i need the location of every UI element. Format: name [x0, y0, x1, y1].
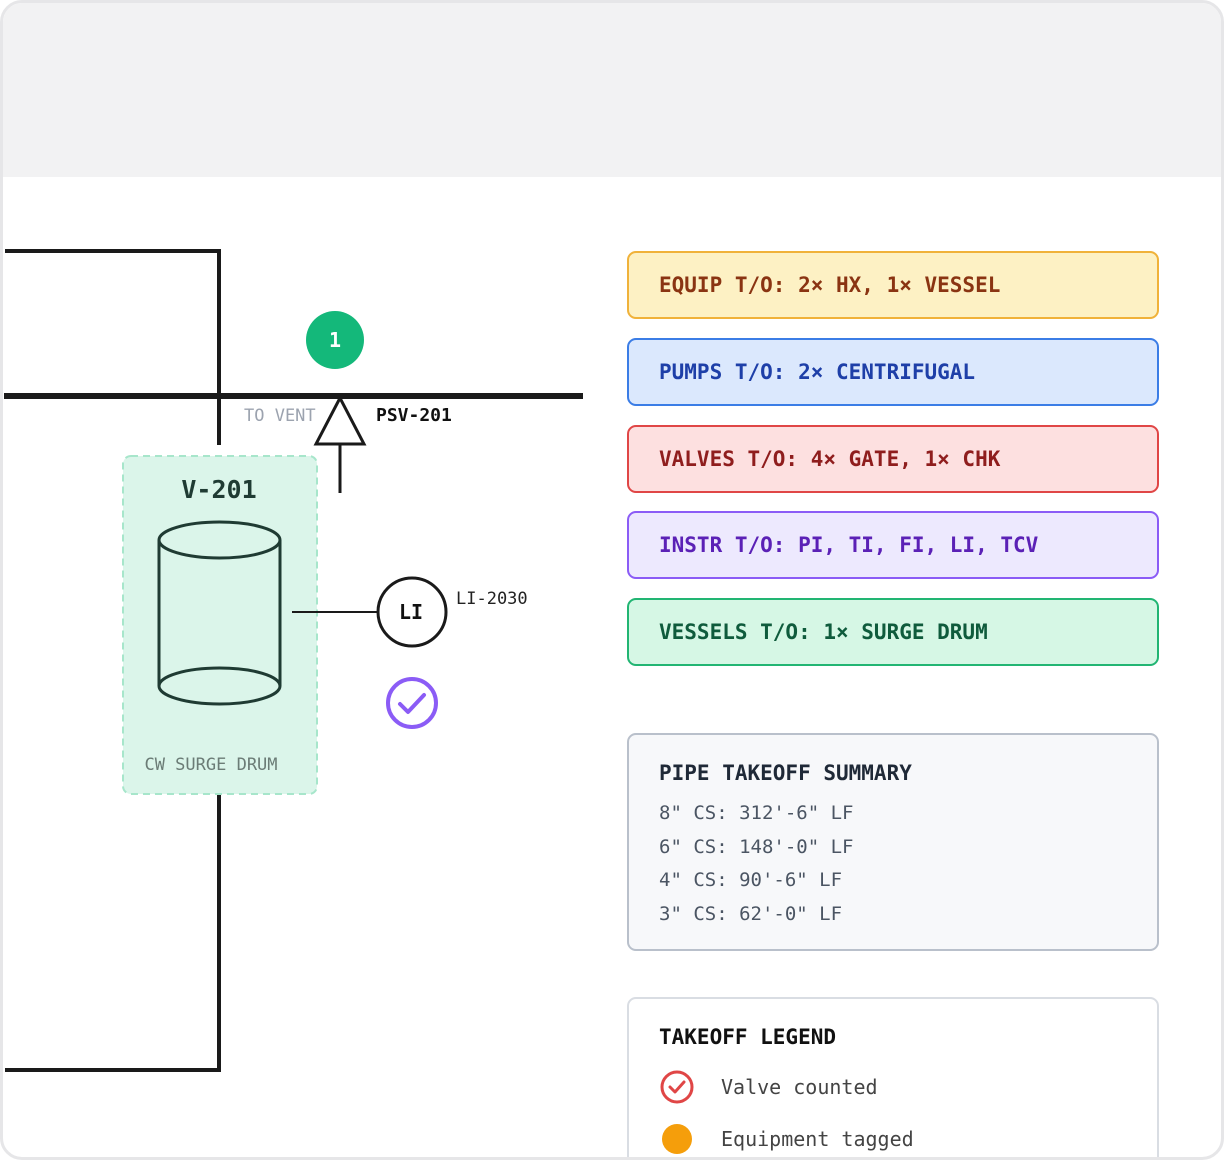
- tag-label: INSTR T/O: PI, TI, FI, LI, TCV: [659, 533, 1039, 557]
- takeoff-legend-panel: TAKEOFF LEGEND Valve counted Equipment t…: [627, 997, 1159, 1157]
- tag-pumps-takeoff[interactable]: PUMPS T/O: 2× CENTRIFUGAL: [627, 338, 1159, 406]
- callout-bubble[interactable]: 1: [306, 311, 364, 369]
- tag-label: EQUIP T/O: 2× HX, 1× VESSEL: [659, 273, 1001, 297]
- tag-instr-takeoff[interactable]: INSTR T/O: PI, TI, FI, LI, TCV: [627, 511, 1159, 579]
- legend-item-equipment-tagged: Equipment tagged: [659, 1113, 1127, 1157]
- pipe-takeoff-summary-panel: PIPE TAKEOFF SUMMARY 8" CS: 312'-6" LF 6…: [627, 733, 1159, 951]
- pipe-summary-line: 8" CS: 312'-6" LF: [659, 802, 854, 824]
- check-circle-icon: [659, 1069, 721, 1105]
- bottom-loop-pipe: [5, 793, 221, 1072]
- vessel-v201[interactable]: V-201 CW SURGE DRUM: [122, 455, 318, 795]
- tag-vessels-takeoff[interactable]: VESSELS T/O: 1× SURGE DRUM: [627, 598, 1159, 666]
- instrument-tag: LI-2030: [456, 589, 528, 609]
- psv-tag-label: PSV-201: [376, 405, 452, 426]
- tag-equip-takeoff[interactable]: EQUIP T/O: 2× HX, 1× VESSEL: [627, 251, 1159, 319]
- pid-drawing: TO VENT PSV-201 1 V-201 CW SURGE DRUM LI…: [4, 249, 583, 1072]
- vessel-drum-symbol: [157, 520, 282, 706]
- instrument-circle: [376, 576, 448, 648]
- callout-circle: [306, 311, 364, 369]
- vessel-tag: V-201: [181, 475, 256, 504]
- tag-label: VESSELS T/O: 1× SURGE DRUM: [659, 620, 988, 644]
- psv-destination-label: TO VENT: [244, 406, 316, 426]
- legend-item-valve-counted: Valve counted: [659, 1061, 1127, 1113]
- pipe-summary-line: 4" CS: 90'-6" LF: [659, 869, 843, 891]
- top-toolbar-area: [3, 3, 1221, 177]
- instrument-symbol: LI: [399, 600, 423, 624]
- vessel-service-label: CW SURGE DRUM: [144, 755, 277, 775]
- callout-number: 1: [329, 328, 341, 352]
- filled-circle-icon: [659, 1121, 721, 1157]
- legend-title: TAKEOFF LEGEND: [659, 1025, 837, 1049]
- check-circle-icon[interactable]: [386, 677, 438, 729]
- psv-201-symbol[interactable]: [313, 394, 367, 493]
- top-loop-pipe: [5, 249, 221, 445]
- process-piping: [4, 249, 583, 1072]
- pipe-summary-line: 6" CS: 148'-0" LF: [659, 835, 854, 858]
- tag-valves-takeoff[interactable]: VALVES T/O: 4× GATE, 1× CHK: [627, 425, 1159, 493]
- pipe-summary-line: 3" CS: 62'-0" LF: [659, 902, 843, 925]
- tag-label: PUMPS T/O: 2× CENTRIFUGAL: [659, 360, 976, 384]
- vessel-highlight-box: [122, 455, 318, 795]
- legend-label: Valve counted: [721, 1075, 878, 1099]
- legend-label: Equipment tagged: [721, 1127, 914, 1151]
- pipe-summary-title: PIPE TAKEOFF SUMMARY: [659, 761, 912, 785]
- tag-label: VALVES T/O: 4× GATE, 1× CHK: [659, 447, 1001, 471]
- level-indicator-bubble[interactable]: LI: [376, 576, 448, 648]
- relief-valve-triangle: [313, 394, 367, 446]
